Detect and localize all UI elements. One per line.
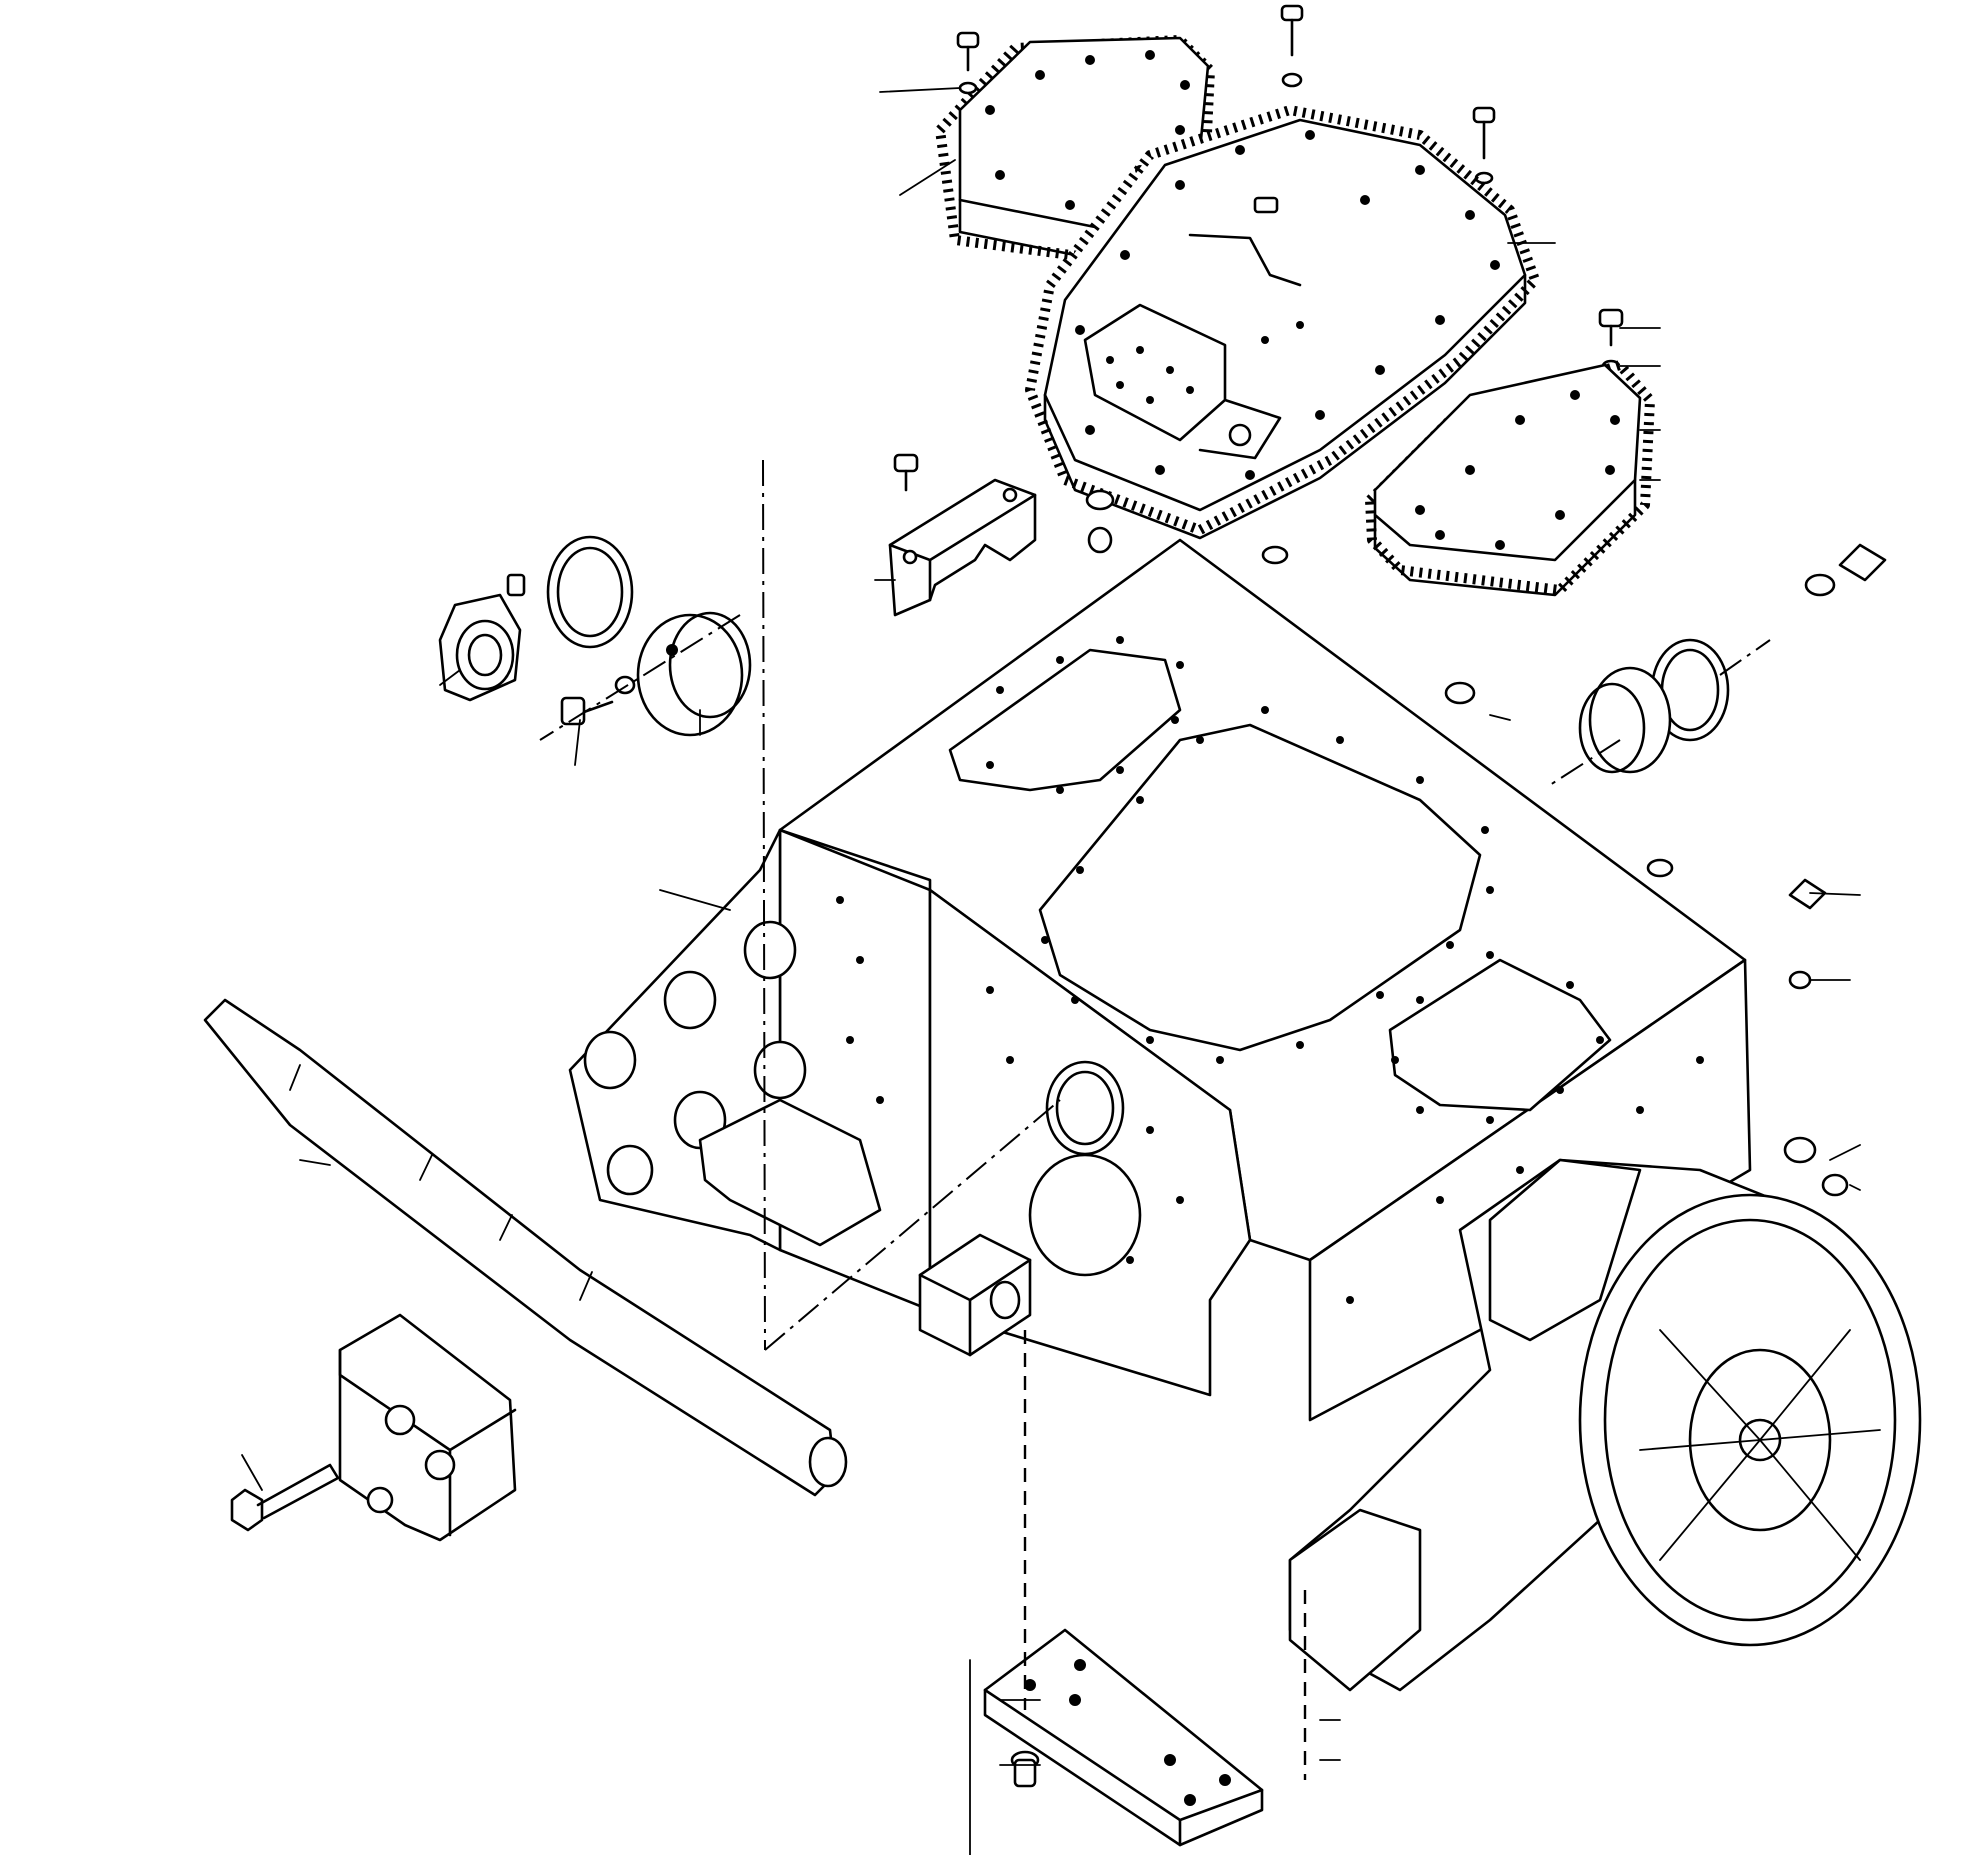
bolt-icon — [1010, 1750, 1040, 1788]
top-cover-main — [1025, 105, 1540, 540]
top-inspection-cover-right — [1365, 360, 1655, 597]
bearing-retainer — [438, 573, 526, 702]
washer-icon — [1085, 489, 1115, 554]
boss-icon — [583, 920, 807, 1196]
shaft-long — [203, 998, 848, 1497]
bolt-icon — [1598, 308, 1624, 373]
breather-cap — [1261, 545, 1674, 878]
leader-lines — [241, 87, 1861, 1855]
oil-seal-left — [546, 535, 634, 649]
clamp-bolt — [230, 1463, 340, 1532]
bolt-icon — [1280, 4, 1304, 88]
mount-block — [918, 1233, 1032, 1357]
bearing-cap-left — [560, 611, 752, 737]
bolt-icon — [956, 31, 980, 95]
rear-axle-housing — [1288, 1158, 1922, 1692]
mounting-plate — [983, 1628, 1264, 1847]
bearing-cap-bracket — [888, 453, 1037, 617]
bolt-icon — [1472, 106, 1496, 185]
drain-plug — [1783, 543, 1887, 1197]
bearing-cap-right — [1578, 666, 1672, 774]
support-clamp — [338, 1313, 517, 1542]
